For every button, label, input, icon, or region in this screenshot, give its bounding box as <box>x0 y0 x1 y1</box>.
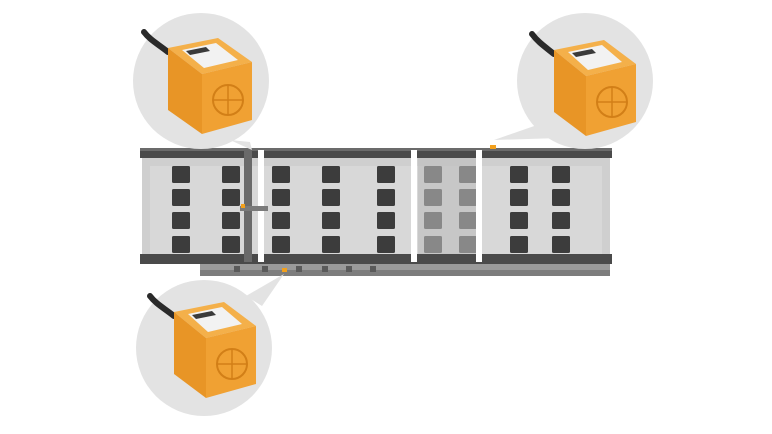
item-block <box>552 189 570 206</box>
item-block <box>377 166 395 183</box>
mount-arm <box>240 206 268 211</box>
item-block <box>510 166 528 183</box>
proximity-sensor-icon <box>147 293 256 398</box>
rail-fittings <box>234 266 376 272</box>
item-block <box>424 189 442 206</box>
top-sensor-led <box>490 145 496 149</box>
item-block <box>552 212 570 229</box>
item-block <box>459 212 477 229</box>
conveyor <box>140 145 612 276</box>
item-block <box>222 212 240 229</box>
item-block <box>510 236 528 253</box>
callout-top-left <box>133 13 269 150</box>
mount-led <box>241 204 245 208</box>
lower-sensor-led <box>282 268 287 272</box>
item-block <box>172 212 190 229</box>
callout-bottom-left <box>136 274 284 416</box>
tray-floor <box>150 166 602 254</box>
item-block <box>377 212 395 229</box>
callout-top-right <box>494 13 653 149</box>
motion-zone <box>418 158 478 254</box>
item-block <box>459 236 477 253</box>
top-rail-highlight <box>140 148 612 151</box>
top-rail <box>140 148 612 158</box>
item-blocks <box>172 166 570 253</box>
item-block <box>510 189 528 206</box>
item-block <box>222 166 240 183</box>
item-block <box>510 212 528 229</box>
item-block <box>222 236 240 253</box>
item-block <box>377 236 395 253</box>
item-block <box>424 166 442 183</box>
item-block <box>552 236 570 253</box>
item-block <box>424 236 442 253</box>
item-block <box>272 212 290 229</box>
item-block <box>459 166 477 183</box>
bottom-rail <box>140 254 612 264</box>
proximity-sensor-icon <box>141 29 252 134</box>
item-block <box>222 189 240 206</box>
lower-guide-rail-shadow <box>200 270 610 276</box>
item-block <box>459 189 477 206</box>
item-block <box>424 212 442 229</box>
item-block <box>272 236 290 253</box>
item-block <box>322 189 340 206</box>
item-block <box>172 166 190 183</box>
proximity-sensor-icon <box>529 31 636 136</box>
item-block <box>322 166 340 183</box>
item-block <box>552 166 570 183</box>
divider-3 <box>476 150 482 262</box>
item-block <box>172 236 190 253</box>
item-block <box>322 236 340 253</box>
item-block <box>272 166 290 183</box>
item-block <box>377 189 395 206</box>
divider-2 <box>411 150 417 262</box>
item-block <box>172 189 190 206</box>
item-block <box>272 189 290 206</box>
item-block <box>322 212 340 229</box>
